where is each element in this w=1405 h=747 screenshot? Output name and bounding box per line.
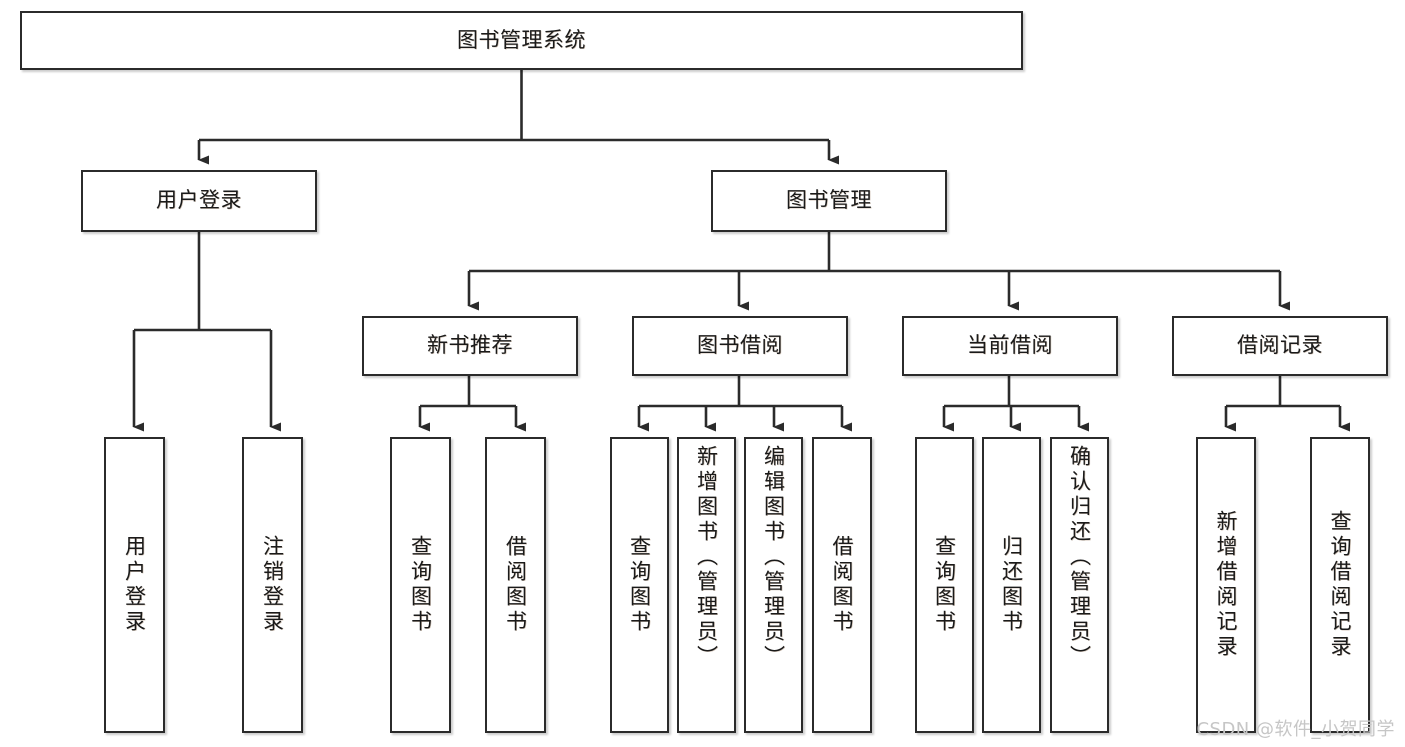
leaf-edit-book[interactable]: 编辑图书（管理员）: [744, 437, 803, 733]
leaf-query-book-current-label: 查询图书: [932, 535, 957, 635]
leaf-query-book-rec-label: 查询图书: [408, 535, 433, 635]
node-book-borrow[interactable]: 图书借阅: [632, 316, 848, 376]
leaf-query-book-borrow-label: 查询图书: [627, 535, 652, 635]
leaf-return-book[interactable]: 归还图书: [982, 437, 1041, 733]
leaf-borrow-book-borrow-label: 借阅图书: [830, 535, 855, 635]
leaf-query-book-borrow[interactable]: 查询图书: [610, 437, 669, 733]
leaf-add-record-label: 新增借阅记录: [1214, 510, 1239, 660]
node-new-book-rec-label: 新书推荐: [427, 333, 513, 358]
leaf-add-record[interactable]: 新增借阅记录: [1196, 437, 1256, 733]
leaf-logout[interactable]: 注销登录: [242, 437, 303, 733]
node-current-borrow[interactable]: 当前借阅: [902, 316, 1118, 376]
csdn-watermark: CSDN @软件_小贺同学: [1196, 719, 1395, 740]
leaf-user-login-label: 用户登录: [122, 535, 147, 635]
node-book-manage-label: 图书管理: [786, 188, 872, 213]
leaf-add-book[interactable]: 新增图书（管理员）: [677, 437, 736, 733]
leaf-confirm-return-label: 确认归还（管理员）: [1067, 445, 1092, 670]
leaf-add-book-label: 新增图书（管理员）: [694, 445, 719, 670]
leaf-query-record-label: 查询借阅记录: [1328, 510, 1353, 660]
node-new-book-rec[interactable]: 新书推荐: [362, 316, 578, 376]
leaf-borrow-book-borrow[interactable]: 借阅图书: [812, 437, 872, 733]
leaf-query-book-rec[interactable]: 查询图书: [390, 437, 451, 733]
leaf-borrow-book-rec-label: 借阅图书: [503, 535, 528, 635]
leaf-logout-label: 注销登录: [260, 535, 285, 635]
leaf-edit-book-label: 编辑图书（管理员）: [761, 445, 786, 670]
leaf-user-login[interactable]: 用户登录: [104, 437, 165, 733]
node-book-manage[interactable]: 图书管理: [711, 170, 947, 232]
node-borrow-record[interactable]: 借阅记录: [1172, 316, 1388, 376]
leaf-borrow-book-rec[interactable]: 借阅图书: [485, 437, 546, 733]
node-root-label: 图书管理系统: [457, 27, 586, 52]
leaf-return-book-label: 归还图书: [999, 535, 1024, 635]
node-user-login-label: 用户登录: [156, 188, 242, 213]
leaf-query-book-current[interactable]: 查询图书: [915, 437, 974, 733]
node-current-borrow-label: 当前借阅: [967, 333, 1053, 358]
leaf-confirm-return[interactable]: 确认归还（管理员）: [1050, 437, 1109, 733]
node-borrow-record-label: 借阅记录: [1237, 333, 1323, 358]
node-root[interactable]: 图书管理系统: [20, 11, 1023, 70]
node-user-login[interactable]: 用户登录: [81, 170, 317, 232]
node-book-borrow-label: 图书借阅: [697, 333, 783, 358]
leaf-query-record[interactable]: 查询借阅记录: [1310, 437, 1370, 733]
